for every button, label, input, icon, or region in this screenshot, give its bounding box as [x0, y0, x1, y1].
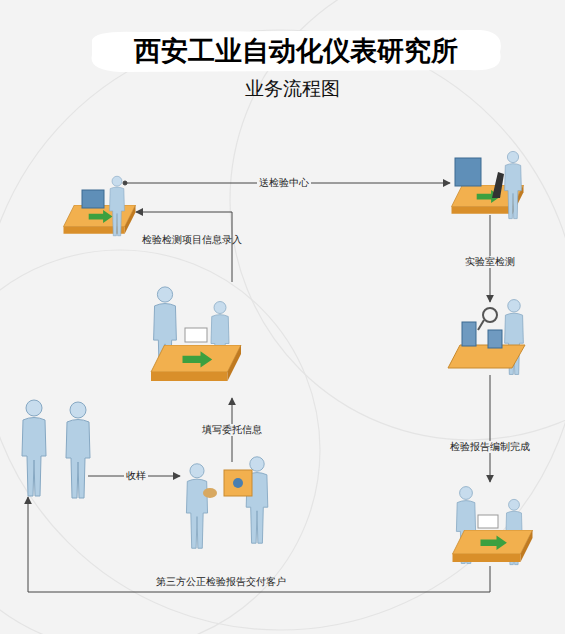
- edge-label: 实验室检测: [463, 256, 517, 268]
- edge-label: 第三方公正检验报告交付客户: [154, 576, 288, 588]
- diagram-title: 西安工业自动化仪表研究所: [134, 33, 458, 69]
- edge-label: 填写委托信息: [200, 424, 264, 436]
- edge-label: 送检验中心: [257, 177, 311, 189]
- edge-label: 收样: [124, 470, 148, 482]
- diagram-subtitle: 业务流程图: [245, 76, 340, 102]
- edge-label: 检验报告编制完成: [448, 441, 532, 453]
- edge-label: 检验检测项目信息录入: [140, 234, 244, 246]
